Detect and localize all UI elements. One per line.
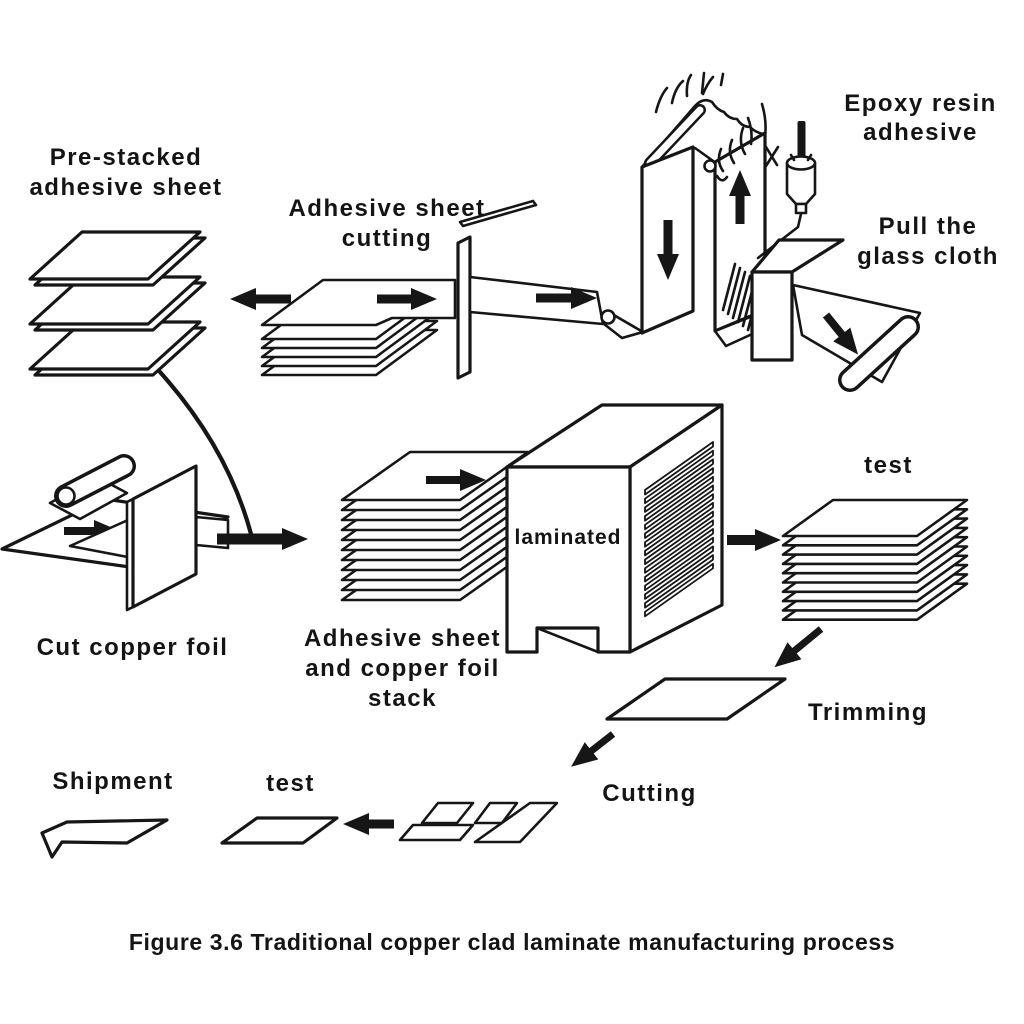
epoxy-dropper [785, 121, 817, 215]
roll-end [56, 486, 76, 506]
adhesive-copper-stack-graphic [340, 450, 530, 602]
dropper-stick [797, 121, 806, 159]
adhesive-sheet-cutting-graphic [260, 199, 538, 380]
arch-small-roller [703, 159, 717, 173]
turn-roller [600, 309, 616, 325]
label-epoxy-resin-adhesive: Epoxy resin adhesive [844, 90, 997, 146]
cutter-blade [456, 235, 472, 380]
label-cut-copper-foil: Cut copper foil [36, 634, 229, 661]
dropper-tip [794, 202, 808, 215]
test-stack-graphic [781, 498, 969, 622]
figure-caption: Figure 3.6 Traditional copper clad lamin… [128, 929, 896, 955]
label-pre-stacked-adhesive-sheet: Pre-stacked adhesive sheet [29, 144, 223, 201]
arrow-pull-cloth [822, 312, 859, 355]
lamination-press-graphic [505, 403, 781, 654]
label-test-final: test [266, 770, 315, 797]
top-sheet-feed [260, 278, 457, 327]
cut-pieces-graphic [398, 801, 559, 844]
press-front-face [505, 465, 632, 654]
final-test-sheet [220, 816, 339, 845]
label-test-laminate: test [864, 452, 913, 479]
trimmed-sheet [605, 677, 787, 721]
foil-cutter-blade [131, 464, 198, 609]
label-cutting: Cutting [602, 780, 697, 807]
label-adhesive-sheet-cutting: Adhesive sheet cutting [288, 195, 486, 252]
cloth-texture-scribbles [654, 71, 780, 182]
label-adhesive-copper-stack: Adhesive sheet and copper foil stack [303, 625, 502, 712]
dropper-cap [785, 155, 817, 171]
resin-box-front [750, 270, 794, 362]
arrow-test-to-trimming [774, 626, 824, 668]
press-notch-line [535, 626, 600, 654]
blade-guide-edge [458, 199, 538, 228]
label-trimming: Trimming [807, 699, 928, 726]
pre-stacked-sheets-graphic [28, 230, 207, 377]
arrow-trimming-to-cutting [571, 731, 616, 767]
shipment-package [40, 818, 169, 859]
cut-copper-foil-graphic [0, 454, 230, 612]
impregnation-station-graphic [713, 121, 922, 392]
flow-curve-connector [157, 369, 254, 537]
label-pull-the-glass-cloth: Pull the glass cloth [857, 213, 999, 270]
label-shipment: Shipment [52, 768, 174, 795]
label-laminated: laminated [514, 526, 622, 549]
